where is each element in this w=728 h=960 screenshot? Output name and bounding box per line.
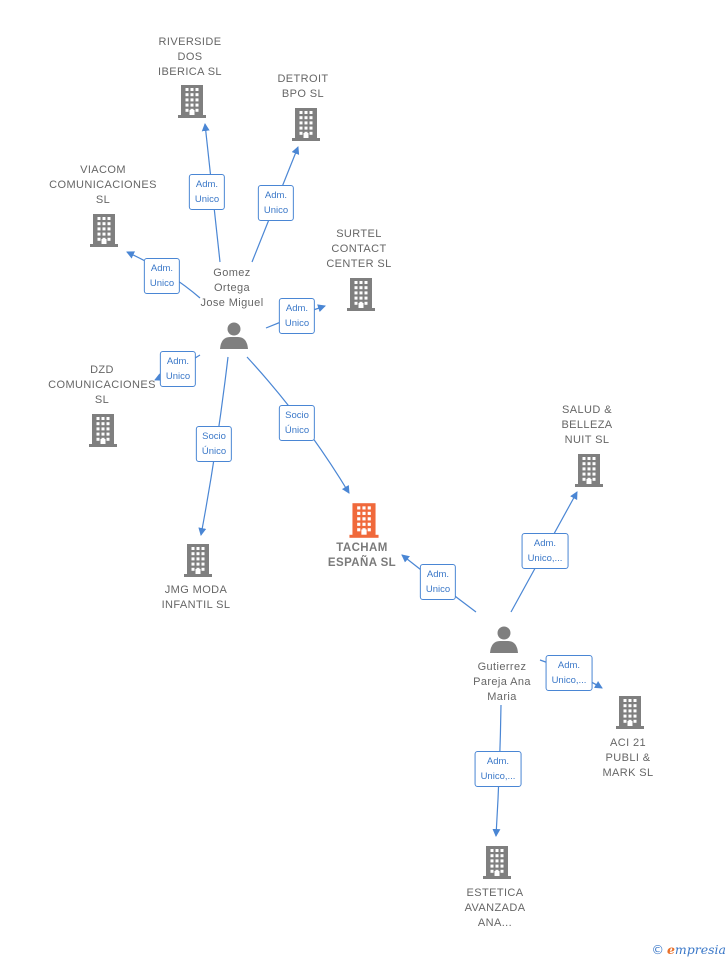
relation-label-line: Unico [284, 318, 310, 329]
node-label-line: COMUNICACIONES [49, 179, 157, 191]
node-label-line: ANA... [477, 917, 513, 929]
relation-label-gutierrez-tacham[interactable]: Adm. Unico [419, 564, 457, 600]
node-label-aci[interactable]: ACI 21 PUBLI & MARK SL [602, 736, 653, 781]
node-label-viacom[interactable]: VIACOM COMUNICACIONES SL [49, 163, 157, 208]
relation-label-line: Unico,... [527, 553, 563, 564]
relation-label-line: Unico,... [480, 771, 516, 782]
relation-label-line: Unico,... [551, 675, 587, 686]
node-label-riverside[interactable]: RIVERSIDE DOS IBERICA SL [158, 35, 222, 80]
building-icon-estetica[interactable] [483, 846, 511, 879]
relation-label-line: Socio [202, 431, 226, 442]
building-icon-riverside[interactable] [178, 85, 206, 118]
node-label-line: RIVERSIDE [158, 36, 222, 48]
relation-label-line: Adm. [166, 356, 190, 367]
node-label-line: ESTETICA [466, 887, 524, 899]
node-label-estetica[interactable]: ESTETICA AVANZADA ANA... [465, 886, 526, 931]
building-icon-surtel[interactable] [347, 278, 375, 311]
relation-label-line: Adm. [486, 756, 510, 767]
person-icon-gomez[interactable] [220, 322, 248, 350]
relation-label-line: Adm. [195, 179, 219, 190]
node-label-line: IBERICA SL [158, 66, 222, 78]
node-label-line: DOS [177, 51, 203, 63]
node-label-line: ESPAÑA SL [327, 557, 397, 569]
node-label-line: SL [94, 394, 110, 406]
relation-label-line: Unico [425, 584, 451, 595]
node-label-line: DZD [90, 364, 114, 376]
node-label-line: VIACOM [80, 164, 126, 176]
relation-label-line: Unico [263, 205, 289, 216]
node-label-line: Ortega [213, 282, 251, 294]
relation-label-gutierrez-estetica[interactable]: Adm. Unico,... [474, 751, 522, 787]
relation-label-gutierrez-salud[interactable]: Adm. Unico,... [521, 533, 569, 569]
brand-initial: e [666, 942, 675, 957]
relation-label-line: Adm. [264, 190, 288, 201]
node-label-tacham[interactable]: TACHAM ESPAÑA SL [328, 541, 396, 571]
relation-label-gomez-viacom[interactable]: Adm. Unico [143, 258, 181, 294]
relation-label-line: Único [284, 425, 310, 436]
node-label-line: DETROIT [277, 73, 329, 85]
relation-label-gomez-detroit[interactable]: Adm. Unico [257, 185, 295, 221]
brand-logo[interactable]: ©empresia [651, 942, 726, 957]
relation-label-line: Unico [194, 194, 220, 205]
node-label-line: AVANZADA [464, 902, 526, 914]
node-label-line: PUBLI & [605, 752, 651, 764]
node-label-line: ACI 21 [609, 737, 647, 749]
brand-name: mpresia [674, 942, 726, 957]
node-label-line: COMUNICACIONES [48, 379, 156, 391]
node-label-line: Jose Miguel [200, 297, 264, 309]
node-label-line: CENTER SL [326, 258, 392, 270]
building-icon-jmg[interactable] [184, 544, 212, 577]
node-label-jmg[interactable]: JMG MODA INFANTIL SL [162, 583, 231, 613]
node-label-surtel[interactable]: SURTEL CONTACT CENTER SL [326, 227, 391, 272]
building-icon-tacham[interactable] [349, 503, 379, 538]
node-label-dzd[interactable]: DZD COMUNICACIONES SL [48, 363, 156, 408]
node-label-line: MARK SL [602, 767, 654, 779]
node-label-line: BPO SL [281, 88, 325, 100]
node-label-line: Maria [487, 691, 517, 703]
relation-label-line: Unico [165, 371, 191, 382]
relation-label-line: Socio [285, 410, 309, 421]
building-icon-aci[interactable] [616, 696, 644, 729]
building-icon-viacom[interactable] [90, 214, 118, 247]
node-label-line: SALUD & [562, 404, 612, 416]
node-label-line: JMG MODA [164, 584, 228, 596]
icon-layer [89, 85, 644, 879]
building-icon-salud[interactable] [575, 454, 603, 487]
node-label-line: Pareja Ana [473, 676, 531, 688]
relation-label-line: Adm. [426, 569, 450, 580]
node-label-line: SL [95, 194, 111, 206]
node-label-line: Gomez [213, 267, 251, 279]
person-icon-gutierrez[interactable] [490, 626, 518, 654]
relation-label-line: Adm. [150, 263, 174, 274]
node-label-line: BELLEZA [561, 419, 613, 431]
node-label-salud[interactable]: SALUD & BELLEZA NUIT SL [561, 403, 612, 448]
node-label-line: NUIT SL [564, 434, 610, 446]
node-label-line: CONTACT [331, 243, 387, 255]
node-label-detroit[interactable]: DETROIT BPO SL [277, 72, 328, 102]
relation-label-line: Adm. [285, 303, 309, 314]
building-icon-detroit[interactable] [292, 108, 320, 141]
copyright-symbol: © [651, 942, 664, 957]
relation-label-gutierrez-aci[interactable]: Adm. Unico,... [545, 655, 593, 691]
node-label-line: INFANTIL SL [161, 599, 231, 611]
relation-label-gomez-surtel[interactable]: Adm. Unico [278, 298, 316, 334]
relation-label-line: Unico [149, 278, 175, 289]
relation-label-gomez-riverside[interactable]: Adm. Unico [188, 174, 226, 210]
node-label-line: TACHAM [336, 542, 388, 554]
relation-label-line: Adm. [533, 538, 557, 549]
node-label-line: Gutierrez [477, 661, 527, 673]
relation-label-line: Adm. [557, 660, 581, 671]
relation-label-gomez-dzd[interactable]: Adm. Unico [159, 351, 197, 387]
building-icon-dzd[interactable] [89, 414, 117, 447]
node-label-line: SURTEL [336, 228, 382, 240]
relation-label-line: Único [201, 446, 227, 457]
